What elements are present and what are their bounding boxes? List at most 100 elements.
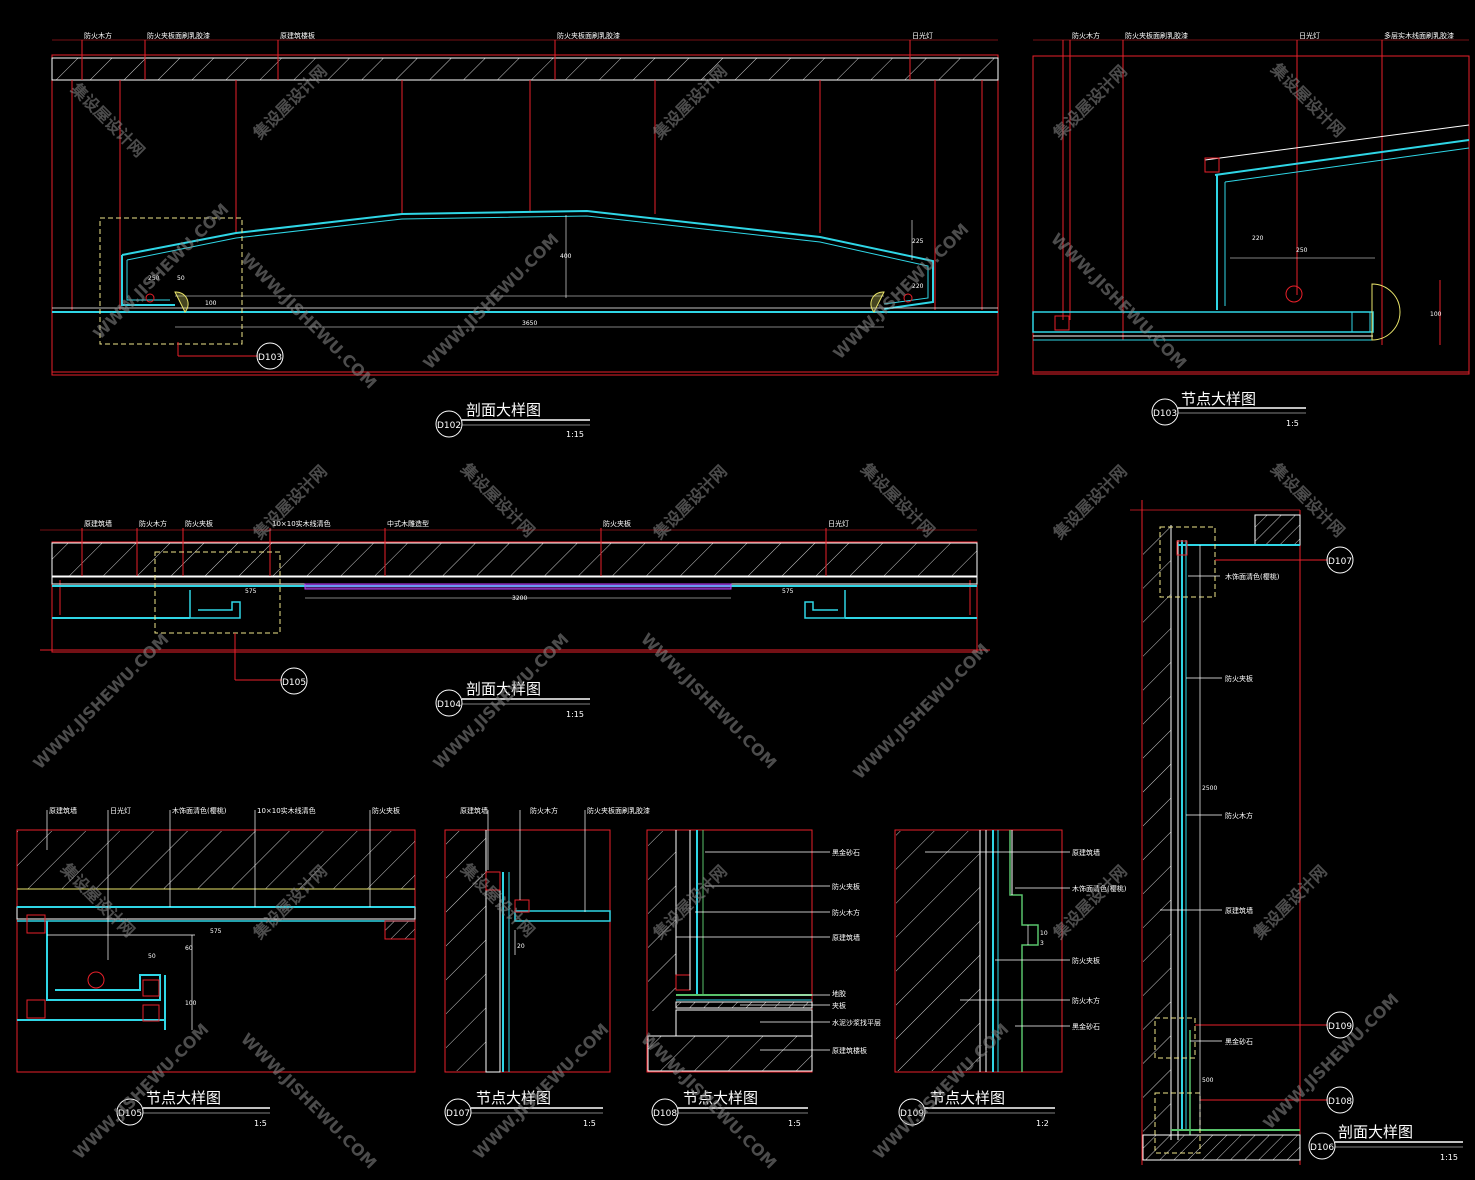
watermark-cn-9: 集设屋设计网 — [249, 462, 331, 544]
d107-tag: D107 — [446, 1109, 470, 1119]
d106-scale: 1:15 — [1440, 1153, 1458, 1162]
d106-label-0: 木饰面清色(樱桃) — [1225, 572, 1280, 581]
watermark-cn-7: 集设屋设计网 — [1049, 462, 1131, 544]
d106-title-block — [1308, 1132, 1463, 1160]
d109-label-4: 黑金砂石 — [1072, 1022, 1100, 1031]
d102-tag: D102 — [437, 421, 461, 431]
d108-label-5: 夹板 — [832, 1001, 846, 1010]
d108-label-0: 黑金砂石 — [832, 848, 860, 857]
d108-tag: D108 — [653, 1109, 677, 1119]
d104-label-2: 防火夹板 — [185, 519, 213, 528]
node-d109-drawing — [894, 829, 1070, 1073]
d105-title: 节点大样图 — [146, 1089, 221, 1107]
node-d105-drawing — [16, 810, 416, 1073]
d102-dim-2: 100 — [205, 300, 217, 307]
d108-label-6: 水泥沙浆找平层 — [832, 1018, 881, 1027]
d106-label-4: 黑金砂石 — [1225, 1037, 1253, 1046]
watermark-en-4: WWW.JISHEWU.COM — [1047, 229, 1190, 372]
watermark-en-3: WWW.JISHEWU.COM — [829, 220, 972, 363]
d102-label-1: 防火夹板面刷乳胶漆 — [147, 31, 210, 40]
d105-label-4: 防火夹板 — [372, 806, 400, 815]
d104-dim-0: 575 — [245, 588, 257, 595]
d109-label-2: 防火夹板 — [1072, 956, 1100, 965]
d106-title: 剖面大样图 — [1338, 1123, 1413, 1141]
d108-label-2: 防火木方 — [832, 908, 860, 917]
d107-label-0: 原建筑墙 — [460, 806, 488, 815]
watermark-en-9: WWW.JISHEWU.COM — [237, 1029, 380, 1172]
d107-title-block — [444, 1098, 603, 1126]
d107-title: 节点大样图 — [476, 1089, 551, 1107]
d104-label-3: 10×10实木线清色 — [272, 519, 331, 528]
d103-label-0: 防火木方 — [1072, 31, 1100, 40]
watermark-cn-16: 集设屋设计网 — [1249, 862, 1331, 944]
d103-scale: 1:5 — [1286, 419, 1299, 428]
d102-label-4: 日光灯 — [912, 31, 933, 40]
d109-dim-1: 3 — [1040, 940, 1044, 947]
d105-scale: 1:5 — [254, 1119, 267, 1128]
watermark-en-5: WWW.JISHEWU.COM — [637, 629, 780, 772]
d103-label-2: 日光灯 — [1299, 31, 1320, 40]
d106-tag: D106 — [1310, 1143, 1334, 1153]
d107-scale: 1:5 — [583, 1119, 596, 1128]
d109-dim-0: 10 — [1040, 930, 1048, 937]
d106-dim-1: 500 — [1202, 1077, 1214, 1084]
d103-dim-0: 220 — [1252, 235, 1264, 242]
d104-label-1: 防火木方 — [139, 519, 167, 528]
watermark-cn-5: 集设屋设计网 — [456, 459, 538, 541]
d104-label-4: 中式木雕造型 — [387, 519, 429, 528]
d103-title-block — [1151, 398, 1306, 426]
d108-label-3: 原建筑墙 — [832, 933, 860, 942]
d108-label-4: 地胶 — [832, 989, 846, 998]
d106-dim-0: 2500 — [1202, 785, 1217, 792]
d102-callout-tag: D103 — [258, 353, 282, 363]
d102-label-2: 原建筑楼板 — [280, 31, 315, 40]
d102-dim-6: 400 — [560, 253, 572, 260]
watermark-en-2: WWW.JISHEWU.COM — [419, 230, 562, 373]
watermark-en-8: WWW.JISHEWU.COM — [29, 630, 172, 773]
d102-title: 剖面大样图 — [466, 401, 541, 419]
node-d107-drawing — [444, 810, 611, 1073]
watermark-cn-0: 集设屋设计网 — [66, 79, 148, 161]
node-d108-drawing — [646, 829, 830, 1073]
d104-title: 剖面大样图 — [466, 680, 541, 698]
d106-label-1: 防火夹板 — [1225, 674, 1253, 683]
d106-callout-tag-1: D109 — [1328, 1022, 1352, 1032]
watermark-en-0: WWW.JISHEWU.COM — [237, 249, 380, 392]
watermark-cn-6: 集设屋设计网 — [856, 459, 938, 541]
d105-dim-2: 60 — [185, 945, 193, 952]
section-d106-drawing — [1130, 500, 1354, 1165]
d105-label-1: 日光灯 — [110, 806, 131, 815]
d103-label-3: 多层实木线面刷乳胶漆 — [1384, 31, 1454, 40]
d104-scale: 1:15 — [566, 710, 584, 719]
d105-title-block — [116, 1098, 270, 1126]
d102-label-3: 防火夹板面刷乳胶漆 — [557, 31, 620, 40]
d104-tag: D104 — [437, 700, 461, 710]
d106-label-2: 防火木方 — [1225, 811, 1253, 820]
watermark-en-6: WWW.JISHEWU.COM — [849, 640, 992, 783]
watermark-cn-14: 集设屋设计网 — [1049, 862, 1131, 944]
d102-scale: 1:15 — [566, 430, 584, 439]
d108-scale: 1:5 — [788, 1119, 801, 1128]
d105-label-2: 木饰面清色(樱桃) — [172, 806, 227, 815]
d105-dim-1: 50 — [148, 953, 156, 960]
node-d103-drawing — [1032, 39, 1470, 375]
d109-label-0: 原建筑墙 — [1072, 848, 1100, 857]
d107-dim-0: 20 — [517, 943, 525, 950]
d105-dim-3: 100 — [185, 1000, 197, 1007]
d108-title: 节点大样图 — [683, 1089, 758, 1107]
d103-dim-1: 250 — [1296, 247, 1308, 254]
watermark-cn-3: 集设屋设计网 — [1049, 62, 1131, 144]
d104-label-5: 防火夹板 — [603, 519, 631, 528]
d104-title-block — [435, 689, 590, 717]
d109-label-3: 防火木方 — [1072, 996, 1100, 1005]
d104-label-0: 原建筑墙 — [84, 519, 112, 528]
d104-dim-2: 575 — [782, 588, 794, 595]
d102-label-0: 防火木方 — [84, 31, 112, 40]
d107-label-1: 防火木方 — [530, 806, 558, 815]
watermark-cn-8: 集设屋设计网 — [649, 462, 731, 544]
d103-tag: D103 — [1153, 409, 1177, 419]
d109-title-block — [898, 1098, 1055, 1126]
d103-title: 节点大样图 — [1181, 390, 1256, 408]
d106-label-3: 原建筑墙 — [1225, 906, 1253, 915]
